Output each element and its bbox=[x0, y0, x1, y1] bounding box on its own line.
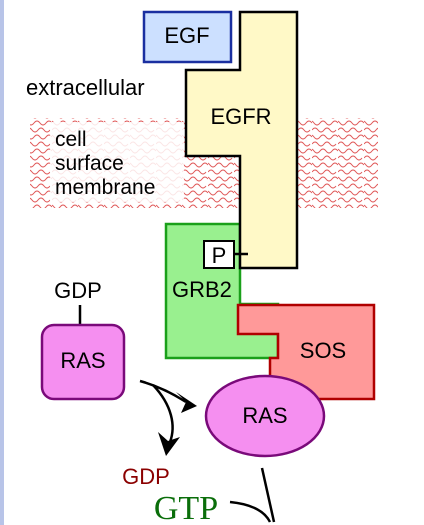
egfr-label: EGFR bbox=[210, 104, 271, 129]
membrane-label-line2: surface bbox=[55, 152, 124, 175]
membrane-label-line3: membrane bbox=[55, 176, 155, 199]
ras-inactive-label: RAS bbox=[60, 348, 105, 373]
grb2-label: GRB2 bbox=[172, 277, 232, 302]
gtp-binding-line bbox=[260, 467, 276, 523]
gdp-release-arrow bbox=[152, 384, 174, 443]
phosphate-label: P bbox=[212, 243, 227, 268]
gtp-label: GTP bbox=[154, 490, 218, 525]
egfr-receptor bbox=[184, 10, 299, 270]
ras-inactive bbox=[40, 323, 126, 401]
extracellular-label: extracellular bbox=[26, 75, 145, 100]
ras-active bbox=[204, 374, 326, 458]
ras-active-label: RAS bbox=[242, 403, 287, 428]
gdp-released-label: GDP bbox=[122, 464, 170, 489]
ras-transfer-arrowhead bbox=[176, 392, 197, 413]
egf-ligand bbox=[142, 10, 233, 64]
egf-label: EGF bbox=[164, 23, 209, 48]
membrane-label-backdrop bbox=[50, 122, 184, 202]
left-edge-strip bbox=[0, 0, 4, 525]
ras-transfer-arrow bbox=[139, 379, 187, 404]
gtp-binding-arrow bbox=[229, 500, 272, 523]
gdp-bound-label: GDP bbox=[54, 278, 102, 303]
gdp-release-arrowhead bbox=[158, 432, 180, 456]
membrane-label-line1: cell bbox=[55, 128, 87, 151]
sos-label: SOS bbox=[300, 338, 346, 363]
